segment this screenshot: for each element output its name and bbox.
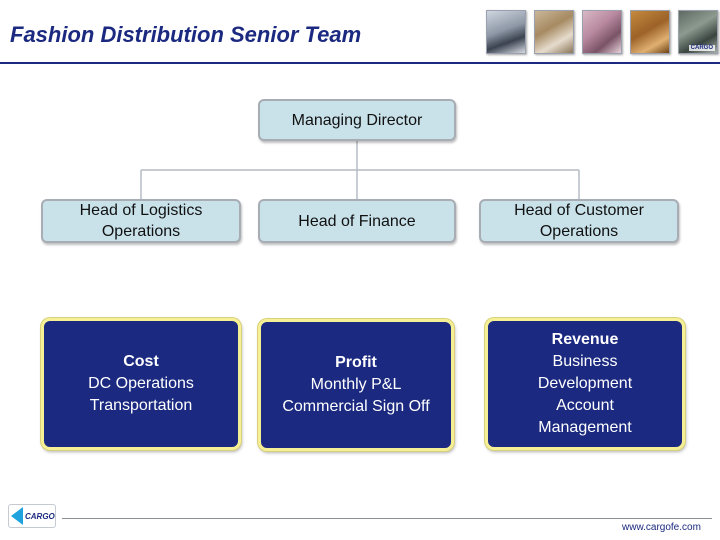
cost-heading: Cost (123, 353, 159, 370)
page-title: Fashion Distribution Senior Team (10, 22, 362, 47)
cargo-logo: CARGO (8, 504, 56, 528)
cost-item: Transportation (89, 397, 193, 414)
revenue-item: Business (552, 353, 618, 370)
profit-item: Commercial Sign Off (282, 398, 430, 415)
head-of-logistics-box: Head of Logistics Operations (41, 199, 241, 243)
photo-logo-text: CARGO (688, 45, 715, 51)
revenue-item: Management (538, 419, 632, 436)
revenue-responsibility-box: Revenue Business Development Account Man… (485, 318, 685, 450)
truck-photo (486, 10, 526, 54)
revenue-item: Development (537, 375, 633, 392)
footer-divider (62, 518, 712, 519)
revenue-heading: Revenue (551, 331, 619, 348)
profit-item: Monthly P&L (310, 376, 402, 393)
fashion-photo (582, 10, 622, 54)
cost-responsibility-box: Cost DC Operations Transportation (41, 318, 241, 450)
managing-director-label: Managing Director (291, 111, 423, 129)
footer-url[interactable]: www.cargofe.com (622, 522, 701, 533)
profit-heading: Profit (335, 354, 377, 371)
head-of-finance-label: Head of Finance (298, 212, 416, 230)
profit-responsibility-box: Profit Monthly P&L Commercial Sign Off (258, 319, 454, 451)
title-divider (0, 62, 720, 64)
warehouse-photo (630, 10, 670, 54)
cost-item: DC Operations (88, 375, 194, 392)
head-of-customer-label: Head of Customer Operations (514, 202, 644, 240)
head-of-finance-box: Head of Finance (258, 199, 456, 243)
header-photo-strip: CARGO (486, 10, 720, 54)
head-of-logistics-label: Head of Logistics Operations (79, 202, 203, 240)
boxes-photo (534, 10, 574, 54)
managing-director-box: Managing Director (258, 99, 456, 141)
head-of-customer-box: Head of Customer Operations (479, 199, 679, 243)
logo-arrow-icon (11, 507, 23, 525)
logo-text: CARGO (25, 511, 55, 521)
revenue-item: Account (556, 397, 614, 414)
crowd-photo: CARGO (678, 10, 718, 54)
